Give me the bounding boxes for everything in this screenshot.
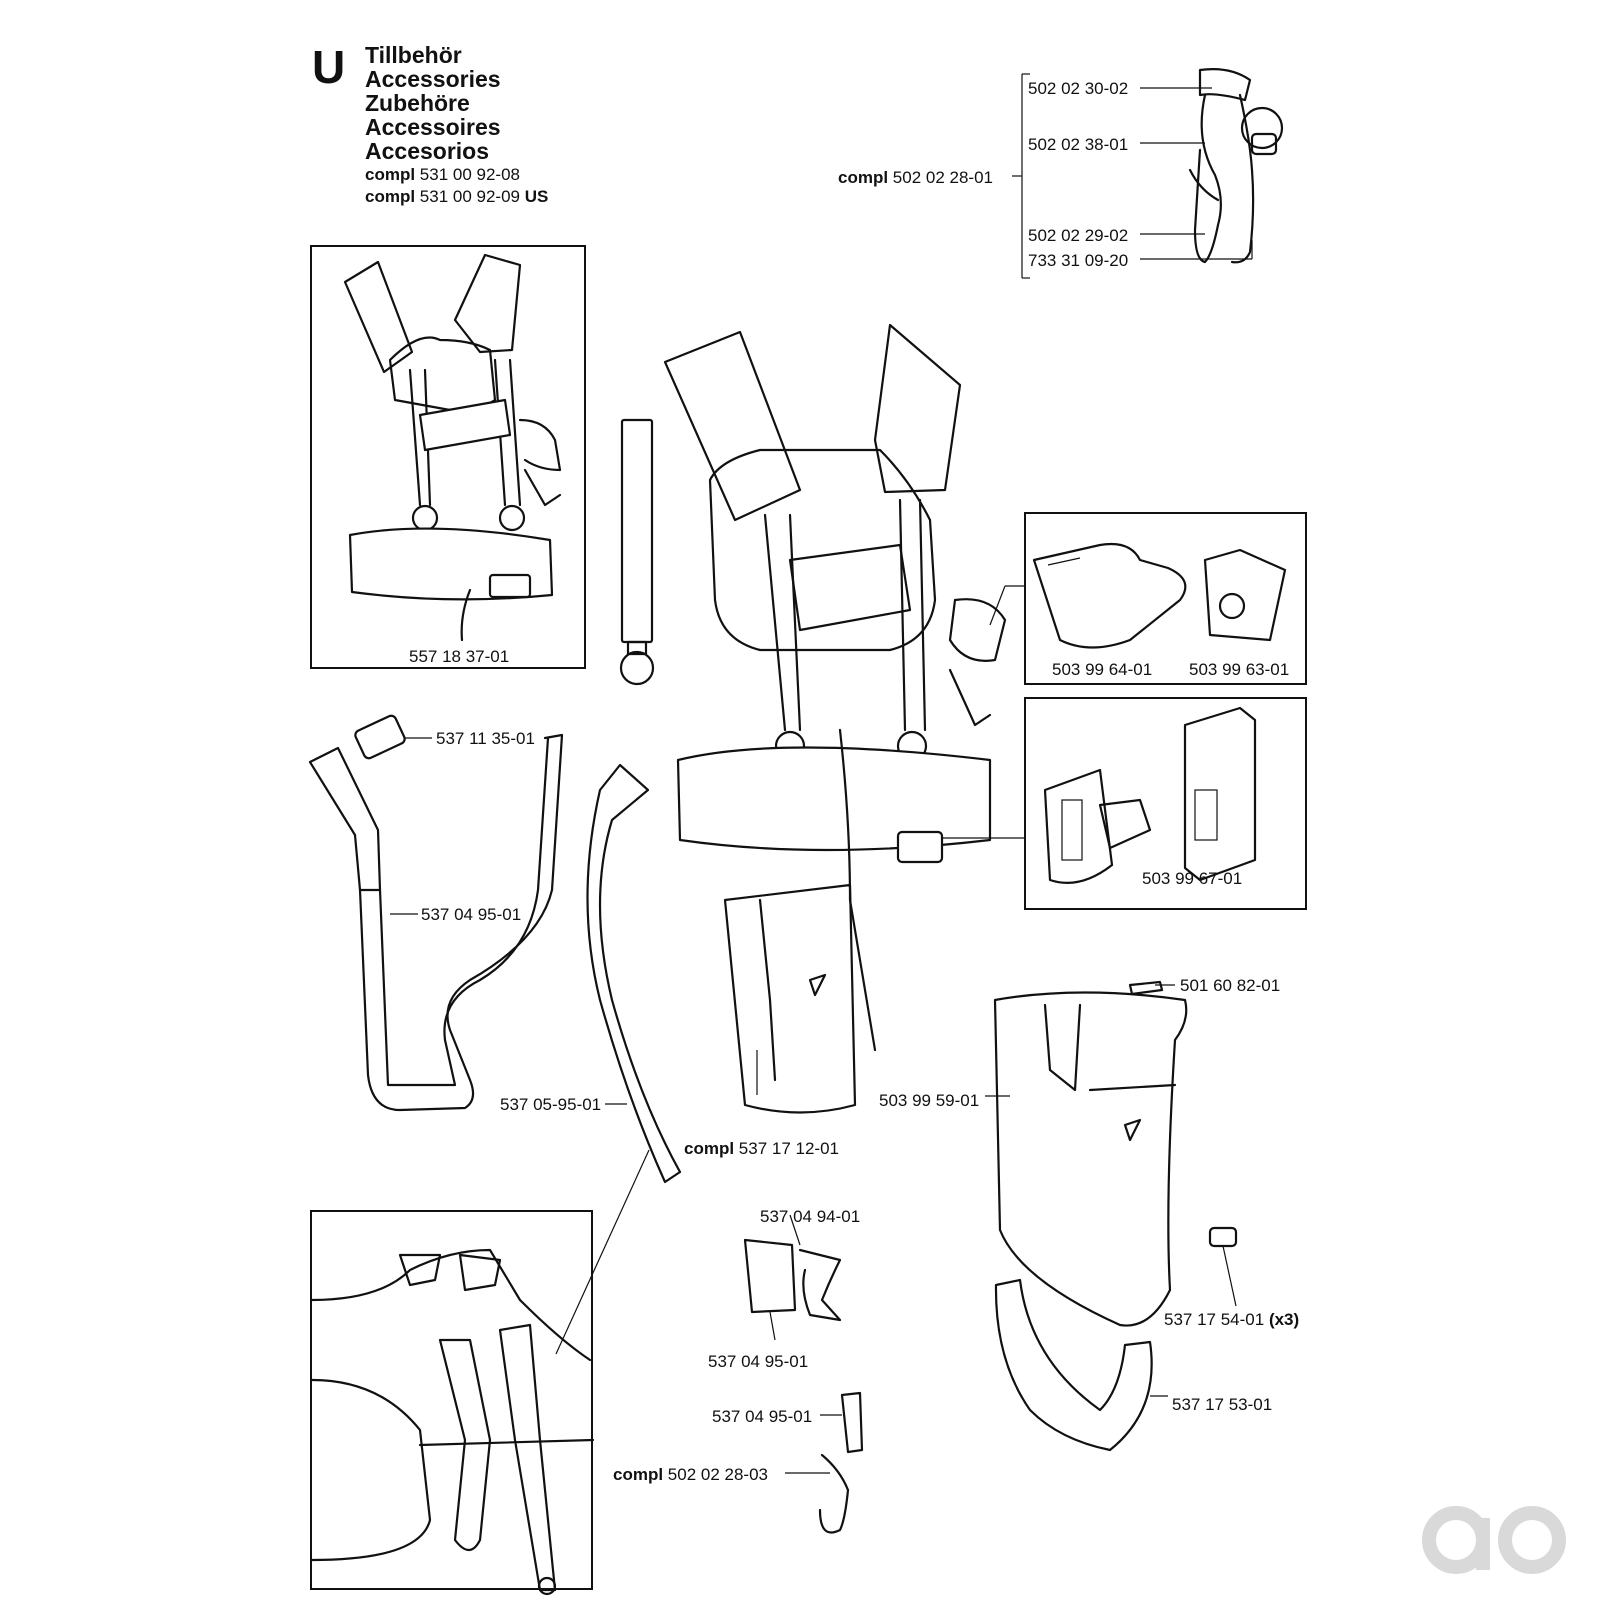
label-bracket: 537 17 53-01 [1172, 1395, 1273, 1414]
label-clip-strap: 537 04 95-01 [708, 1352, 809, 1371]
title-es: Accesorios [365, 138, 490, 164]
label-hip-pad-right: 503 99 63-01 [1189, 660, 1290, 679]
section-letter: U [312, 41, 346, 93]
label-hip-pad-left: 503 99 64-01 [1052, 660, 1153, 679]
clip-hook-drawing [743, 1214, 864, 1534]
label-handle-part-3: 502 02 29-02 [1028, 226, 1129, 245]
title-en: Accessories [365, 66, 501, 92]
compl-line-1: compl 531 00 92-08 [365, 166, 520, 183]
compl-word: compl [365, 187, 416, 206]
label-main-harness: compl 537 17 12-01 [684, 1140, 839, 1157]
buckle-drawing [942, 585, 1257, 884]
label-screw: 537 17 54-01 (x3) [1164, 1311, 1299, 1328]
hip-pads-drawing [1032, 542, 1287, 649]
label-harness-box: 557 18 37-01 [409, 647, 510, 666]
label-hook: compl 502 02 28-03 [613, 1466, 768, 1483]
single-strap-drawing [619, 418, 655, 686]
title-sv: Tillbehör [365, 42, 462, 68]
label-strap-left: 537 04 95-01 [421, 905, 522, 924]
compl-word: compl [684, 1139, 735, 1158]
holder-drawing [985, 980, 1238, 1452]
compl-word: compl [613, 1465, 664, 1484]
compl-word: compl [838, 168, 889, 187]
label-holder: 503 99 59-01 [879, 1091, 980, 1110]
screw-number: 537 17 54-01 [1164, 1310, 1265, 1329]
main-harness-number: 537 17 12-01 [738, 1139, 839, 1158]
brand-logo-icon [1422, 1506, 1566, 1574]
label-rivet: 501 60 82-01 [1180, 976, 1281, 995]
label-handle-part-1: 502 02 30-02 [1028, 79, 1129, 98]
label-buckle-box: 503 99 67-01 [1142, 869, 1243, 888]
curved-strap-drawing [555, 763, 682, 1355]
harness-overview-drawing [343, 253, 562, 642]
label-handle-compl: compl 502 02 28-01 [838, 169, 993, 186]
title-fr: Accessoires [365, 114, 501, 140]
left-strap-drawing [308, 714, 564, 1112]
compl-number-1: 531 00 92-08 [419, 165, 520, 184]
label-slide-buckle: 537 11 35-01 [436, 729, 535, 748]
buckle-detail-box [1024, 697, 1307, 910]
label-handle-part-2: 502 02 38-01 [1028, 135, 1129, 154]
hook-number: 502 02 28-03 [667, 1465, 768, 1484]
title-de: Zubehöre [365, 90, 470, 116]
compl-line-2: compl 531 00 92-09 US [365, 188, 548, 205]
compl-number: 502 02 28-01 [892, 168, 993, 187]
compl-number-2: 531 00 92-09 [419, 187, 520, 206]
main-harness-drawing [663, 323, 1007, 1114]
compl-word: compl [365, 165, 416, 184]
screw-quantity: (x3) [1268, 1310, 1300, 1329]
label-handle-part-4: 733 31 09-20 [1028, 251, 1129, 270]
label-clip: 537 04 94-01 [760, 1207, 861, 1226]
harness-detail-box [310, 245, 586, 669]
shoulder-detail-drawing [310, 1248, 595, 1596]
compl-suffix: US [524, 187, 549, 206]
label-hook-strap: 537 04 95-01 [712, 1407, 813, 1426]
handle-assembly-drawing [1012, 68, 1284, 279]
shoulder-detail-box [310, 1210, 593, 1590]
hip-pad-detail-box [1024, 512, 1307, 685]
label-strap-curved: 537 05-95-01 [500, 1095, 602, 1114]
